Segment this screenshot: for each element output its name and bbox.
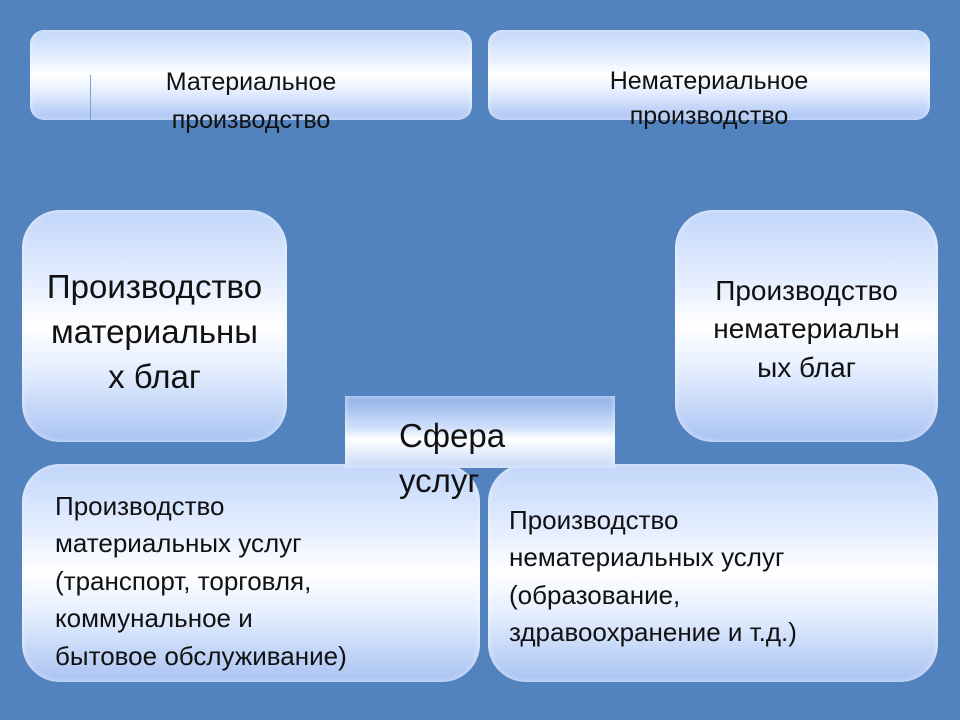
nonmaterial-goods-box <box>675 210 938 442</box>
material-services-box <box>22 464 480 682</box>
nonmaterial-production-box <box>488 30 930 120</box>
nonmaterial-goods-label: Производство нематериальн ых благ <box>713 275 900 383</box>
nonmaterial-production-label: Нематериальное производство <box>609 67 809 130</box>
divider-line <box>90 75 91 120</box>
material-production-label: Материальное производство <box>165 68 337 134</box>
service-sector-box <box>345 396 615 468</box>
material-goods-label: Производство материальны х благ <box>46 268 263 396</box>
material-production-box <box>30 30 472 120</box>
nonmaterial-services-box <box>488 464 938 682</box>
nonmaterial-services-label: Производство нематериальных услуг (образ… <box>509 505 797 648</box>
material-goods-box <box>22 210 287 442</box>
service-sector-label: Сфера услуг <box>399 417 506 499</box>
material-services-label: Производство материальных услуг (транспо… <box>55 491 347 671</box>
